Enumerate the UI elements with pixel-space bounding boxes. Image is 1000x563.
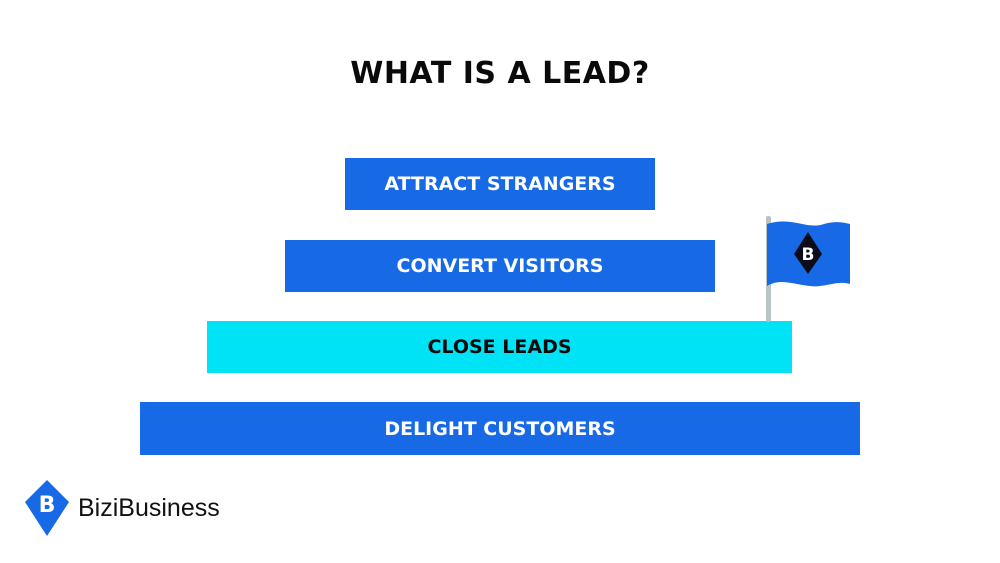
step-attract-strangers: ATTRACT STRANGERS bbox=[345, 158, 655, 210]
flag-letter: B bbox=[802, 245, 815, 265]
step-convert-visitors: CONVERT VISITORS bbox=[285, 240, 715, 292]
step-delight-customers: DELIGHT CUSTOMERS bbox=[140, 402, 860, 455]
brand-logo-icon: B bbox=[25, 480, 69, 536]
brand-name: BiziBusiness bbox=[78, 493, 220, 522]
brand-logo-letter: B bbox=[39, 493, 56, 518]
flag-icon: B bbox=[766, 216, 850, 322]
page-title: WHAT IS A LEAD? bbox=[350, 56, 650, 91]
step-close-leads: CLOSE LEADS bbox=[207, 321, 792, 373]
brand-logo: B BiziBusiness bbox=[24, 478, 220, 538]
